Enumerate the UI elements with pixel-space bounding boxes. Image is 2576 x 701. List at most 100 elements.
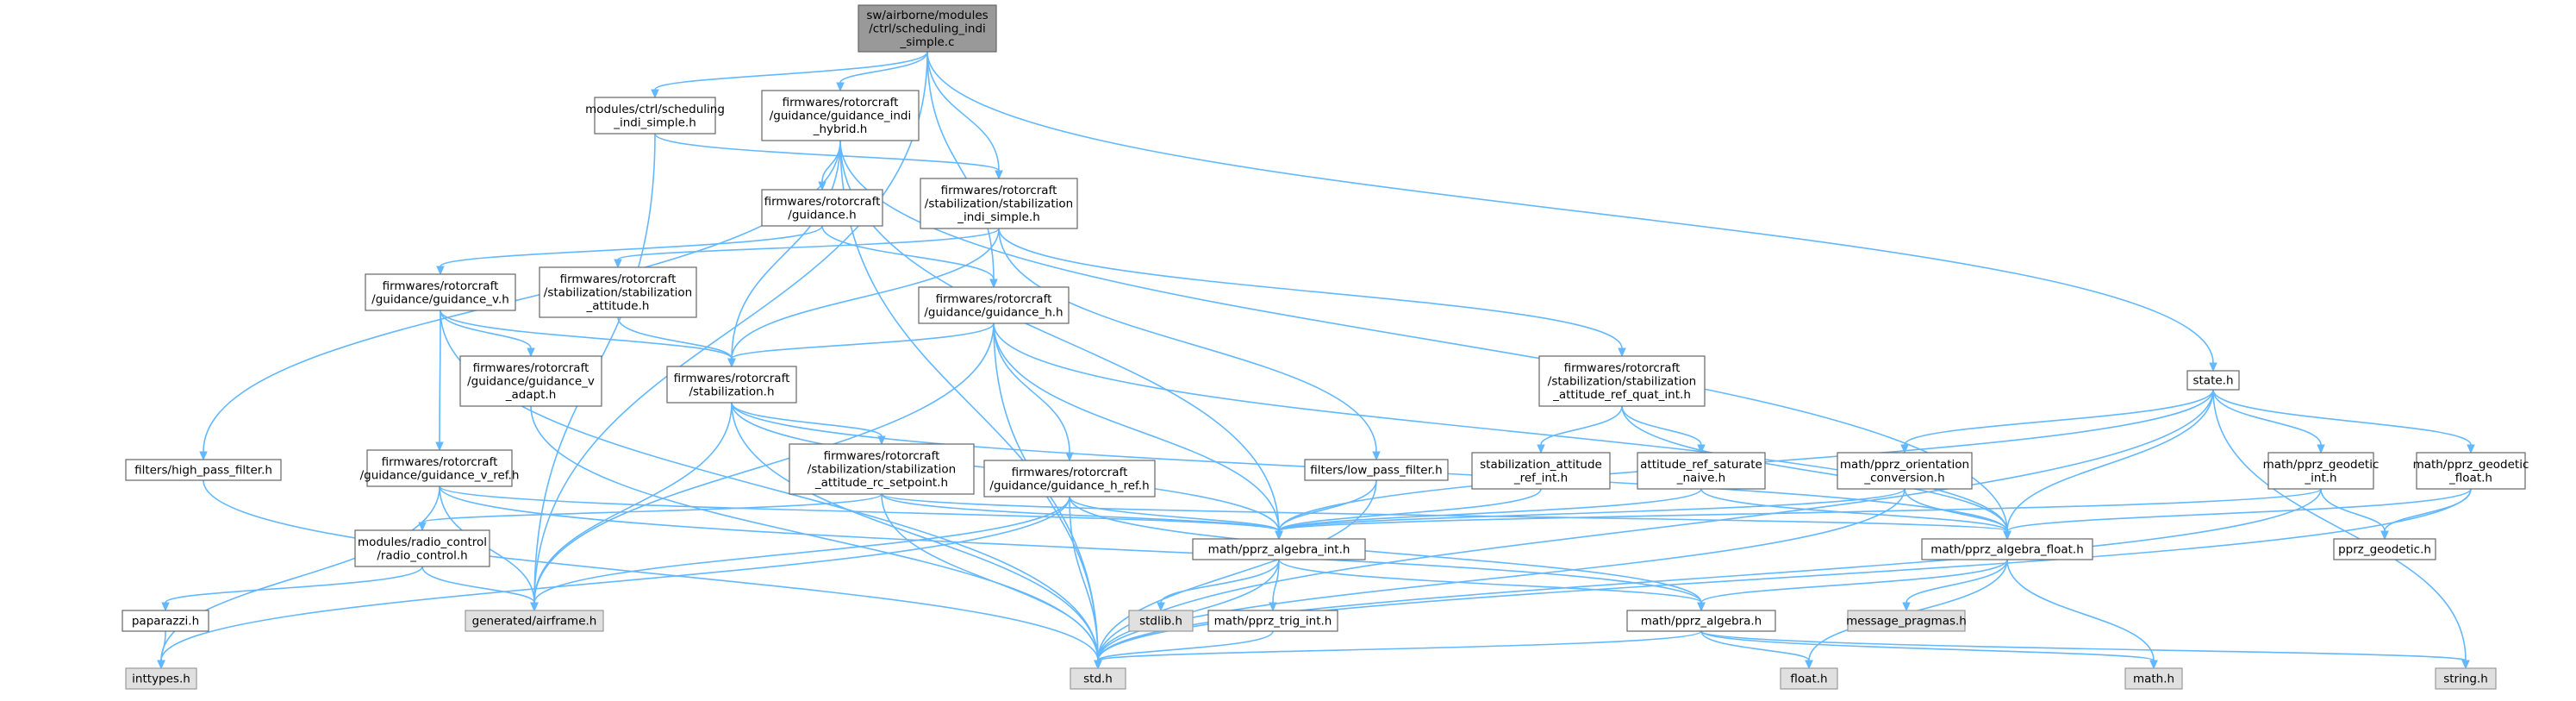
edge-arrowhead: [614, 259, 622, 269]
edge-stab_att_ref_quat-to-stab_att_ref_int: [1540, 405, 1623, 446]
node-box: [459, 355, 602, 407]
node-box: [1304, 459, 1449, 481]
node-label-line: string.h: [2443, 673, 2488, 686]
edge-algebra-to-string_h: [1700, 630, 2467, 661]
node-orient_conv[interactable]: math/pprz_orientation_conversion.h: [1837, 452, 1973, 490]
node-stabilization[interactable]: firmwares/rotorcraft/stabilization.h: [666, 366, 797, 404]
edge-guidance_v-to-guidance_v_adapt: [440, 310, 532, 349]
edge-root-to-state: [926, 51, 2214, 364]
node-string_h: string.h: [2435, 667, 2497, 690]
node-box: [2124, 667, 2183, 690]
node-guidance_h_ref[interactable]: firmwares/rotorcraft/guidance/guidance_h…: [983, 460, 1156, 498]
edge-root-to-sched_h: [654, 51, 928, 91]
edge-arrowhead: [2461, 660, 2470, 670]
node-box: [465, 610, 604, 632]
edge-state-to-string_h: [2212, 389, 2467, 661]
node-label-line: firmwares/rotorcraft: [764, 195, 881, 209]
node-math_h: math.h: [2124, 667, 2183, 690]
node-label-line: math/pprz_algebra_float.h: [1930, 543, 2084, 557]
node-att_ref_sat[interactable]: attitude_ref_saturate_naive.h: [1637, 452, 1766, 490]
node-guidance_v_adapt[interactable]: firmwares/rotorcraft/guidance/guidance_v…: [459, 355, 602, 407]
node-algebra[interactable]: math/pprz_algebra.h: [1626, 610, 1776, 632]
edge-stabilization-to-std: [731, 402, 1099, 661]
edge-radio_control-to-airframe: [421, 566, 535, 604]
node-label-line: state.h: [2192, 374, 2233, 388]
node-label-line: firmwares/rotorcraft: [1564, 361, 1681, 375]
node-box: [2416, 452, 2526, 490]
node-pprz_geodetic[interactable]: pprz_geodetic.h: [2333, 538, 2436, 560]
node-geodetic_int[interactable]: math/pprz_geodetic_int.h: [2263, 452, 2380, 490]
node-stab_att_rc[interactable]: firmwares/rotorcraft/stabilization/stabi…: [789, 443, 975, 495]
node-guidance_h[interactable]: firmwares/rotorcraft/guidance.h: [761, 189, 883, 227]
edge-low_pass-to-std: [1097, 479, 1377, 661]
node-low_pass[interactable]: filters/low_pass_filter.h: [1304, 459, 1449, 481]
node-guidance_h_h[interactable]: firmwares/rotorcraft/guidance/guidance_h…: [918, 286, 1070, 324]
node-stdlib: stdlib.h: [1128, 610, 1194, 632]
node-trig_int[interactable]: math/pprz_trig_int.h: [1207, 610, 1338, 632]
edge-arrowhead: [418, 522, 427, 532]
node-label-line: stdlib.h: [1139, 615, 1182, 629]
edge-stab_att_rc-to-std: [881, 493, 1099, 661]
edge-high_pass-to-std: [203, 479, 1099, 661]
edge-algebra_int-to-stdlib: [1160, 559, 1280, 604]
edge-att_ref_sat-to-algebra_float: [1700, 488, 2008, 532]
edge-guid_indi_hybrid-to-stabilization: [731, 140, 841, 360]
node-label-line: firmwares/rotorcraft: [560, 272, 677, 286]
node-stab_indi_simple[interactable]: firmwares/rotorcraft/stabilization/stabi…: [920, 178, 1078, 229]
node-high_pass[interactable]: filters/high_pass_filter.h: [125, 459, 282, 481]
node-algebra_float[interactable]: math/pprz_algebra_float.h: [1921, 538, 2093, 560]
node-label-line: _attitude_ref_quat_int.h: [1552, 388, 1691, 402]
node-box: [125, 667, 197, 690]
edge-stabilization-to-airframe: [533, 402, 733, 604]
edge-guidance_h_ref-to-algebra_int: [1069, 496, 1280, 532]
node-box: [1921, 538, 2093, 560]
edge-algebra-to-float_h: [1700, 630, 1810, 661]
node-box: [1207, 610, 1338, 632]
node-paparazzi[interactable]: paparazzi.h: [122, 610, 209, 632]
node-label-line: firmwares/rotorcraft: [941, 184, 1057, 197]
edge-algebra-to-std: [1097, 630, 1702, 661]
node-label-line: /radio_control.h: [377, 548, 467, 562]
node-box: [920, 178, 1078, 229]
edge-root-to-guidance_h_h: [926, 51, 995, 280]
edge-arrowhead: [2317, 444, 2325, 454]
edge-arrowhead: [836, 82, 845, 92]
edge-arrowhead: [530, 602, 539, 612]
node-box: [122, 610, 209, 632]
node-geodetic_float[interactable]: math/pprz_geodetic_float.h: [2413, 452, 2529, 490]
edge-radio_control-to-paparazzi: [165, 566, 423, 604]
edge-guidance_v_ref-to-algebra_int: [439, 485, 1280, 532]
node-box: [918, 286, 1070, 324]
node-guidance_v[interactable]: firmwares/rotorcraft/guidance/guidance_v…: [365, 273, 516, 311]
node-algebra_int[interactable]: math/pprz_algebra_int.h: [1192, 538, 1366, 560]
node-stab_att_ref_int[interactable]: stabilization_attitude_ref_int.h: [1471, 452, 1611, 490]
edge-guidance_h_ref-to-std: [1069, 496, 1099, 661]
edge-sched_h-to-stab_indi_simple: [654, 133, 1000, 172]
edge-guid_indi_hybrid-to-guidance_h: [821, 140, 841, 183]
edge-algebra-to-math_h: [1700, 630, 2155, 661]
edge-stab_indi_simple-to-low_pass: [998, 228, 1377, 453]
edge-arrowhead: [435, 441, 444, 452]
edge-guidance_h-to-guidance_h_h: [821, 225, 995, 280]
node-stab_att_ref_quat[interactable]: firmwares/rotorcraft/stabilization/stabi…: [1538, 355, 1706, 407]
node-radio_control[interactable]: modules/radio_control/radio_control.h: [354, 529, 490, 567]
node-state[interactable]: state.h: [2186, 370, 2240, 391]
edge-arrowhead: [1697, 444, 1706, 454]
edge-arrowhead: [1269, 602, 1277, 612]
node-label-line: paparazzi.h: [132, 615, 199, 629]
node-label-line: math/pprz_trig_int.h: [1214, 615, 1332, 629]
node-box: [1780, 667, 1838, 690]
edge-stab_indi_simple-to-stabilization: [731, 228, 1000, 360]
node-label-line: firmwares/rotorcraft: [936, 292, 1052, 306]
node-sched_h[interactable]: modules/ctrl/scheduling_indi_simple.h: [585, 97, 725, 135]
node-stab_attitude[interactable]: firmwares/rotorcraft/stabilization/stabi…: [539, 266, 697, 318]
node-label-line: _adapt.h: [505, 388, 557, 402]
node-guidance_v_ref[interactable]: firmwares/rotorcraft/guidance/guidance_v…: [360, 449, 520, 487]
node-label-line: pprz_geodetic.h: [2338, 543, 2431, 557]
edge-stab_attitude-to-stabilization: [617, 316, 733, 360]
edge-stab_indi_simple-to-stab_att_ref_quat: [998, 228, 1623, 349]
edge-arrowhead: [1618, 347, 1626, 358]
node-guid_indi_hybrid[interactable]: firmwares/rotorcraft/guidance/guidance_i…: [761, 90, 920, 141]
edge-geodetic_float-to-algebra_float: [2006, 488, 2472, 532]
node-inttypes: inttypes.h: [125, 667, 197, 690]
